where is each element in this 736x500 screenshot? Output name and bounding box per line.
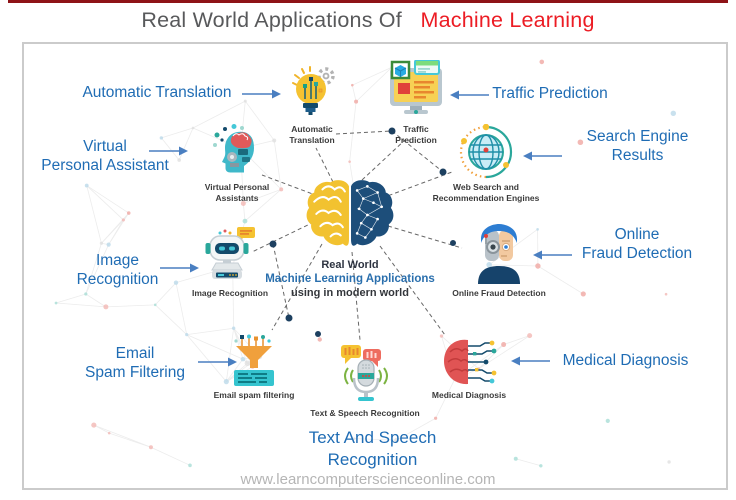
robot-icon — [205, 227, 255, 279]
arrow-left-icon — [450, 90, 489, 100]
label-email-spam-filtering: Email Spam Filtering — [85, 345, 185, 381]
icon-caption: Automatic Translation — [289, 124, 335, 146]
icon-caption: Web Search and Recommendation Engines — [432, 182, 540, 204]
cyborg-face-icon — [478, 224, 520, 284]
microphone-icon — [341, 345, 388, 401]
app-email-spam-filtering: Email spam filtering — [214, 334, 294, 401]
page-title: Real World Applications Of Machine Learn… — [0, 8, 736, 33]
label-traffic-prediction: Traffic Prediction — [492, 85, 608, 102]
split-brain-icon — [306, 180, 394, 246]
center-brain — [303, 176, 397, 256]
title-prefix: Real World Applications Of — [141, 8, 402, 32]
icon-caption: Image Recognition — [191, 288, 269, 298]
app-text-speech-recognition: Text & Speech Recognition — [310, 344, 420, 419]
arrow-right-icon — [242, 89, 281, 99]
icon-caption: Online Fraud Detection — [452, 288, 546, 298]
app-automatic-translation: Automatic Translation — [282, 66, 342, 146]
arrow-left-icon — [511, 356, 550, 366]
center-caption: Real World Machine Learning Applications… — [265, 258, 435, 300]
icon-caption: Email spam filtering — [213, 390, 295, 400]
center-line1: Real World — [321, 259, 379, 271]
app-virtual-personal-assistant: Virtual Personal Assistants — [203, 124, 271, 204]
icon-caption: Medical Diagnosis — [431, 390, 507, 400]
arrow-right-icon — [198, 357, 237, 367]
app-search-engine-results: Web Search and Recommendation Engines — [433, 124, 539, 204]
center-line2: Machine Learning Applications — [265, 273, 435, 285]
globe-icon — [459, 124, 513, 179]
brain-circuit-icon — [444, 339, 497, 385]
arrow-right-icon — [160, 263, 199, 273]
app-image-recognition: Image Recognition — [192, 226, 268, 299]
label-text-speech-recognition: Text And Speech Recognition — [308, 428, 437, 469]
footer: www.learncomputerscienceonline.com — [0, 471, 736, 489]
center-line3: using in modern world — [291, 287, 409, 299]
top-red-divider — [8, 0, 728, 3]
label-medical-diagnosis: Medical Diagnosis — [562, 352, 689, 369]
head-brain-icon — [213, 124, 254, 173]
label-search-engine-results: Search Engine Results — [586, 128, 689, 164]
icon-caption: Text & Speech Recognition — [310, 408, 420, 418]
title-highlight: Machine Learning — [420, 8, 595, 32]
icon-caption: Traffic Prediction — [395, 124, 437, 146]
label-automatic-translation: Automatic Translation — [82, 84, 232, 101]
arrow-right-icon — [149, 146, 188, 156]
label-online-fraud-detection: Online Fraud Detection — [581, 226, 693, 262]
label-image-recognition: Image Recognition — [76, 252, 159, 288]
spam-funnel-icon — [234, 334, 274, 386]
label-virtual-personal-assistant: Virtual Personal Assistant — [41, 138, 169, 174]
arrow-left-icon — [533, 250, 572, 260]
website-url: www.learncomputerscienceonline.com — [230, 471, 506, 488]
app-medical-diagnosis: Medical Diagnosis — [431, 338, 507, 401]
arrow-left-icon — [523, 151, 562, 161]
app-traffic-prediction: Traffic Prediction — [374, 60, 458, 146]
icon-caption: Virtual Personal Assistants — [204, 182, 270, 204]
app-online-fraud-detection: Online Fraud Detection — [452, 222, 546, 299]
lightbulb-gear-icon — [292, 66, 335, 115]
monitor-icon — [390, 60, 442, 114]
content-frame — [22, 42, 728, 490]
